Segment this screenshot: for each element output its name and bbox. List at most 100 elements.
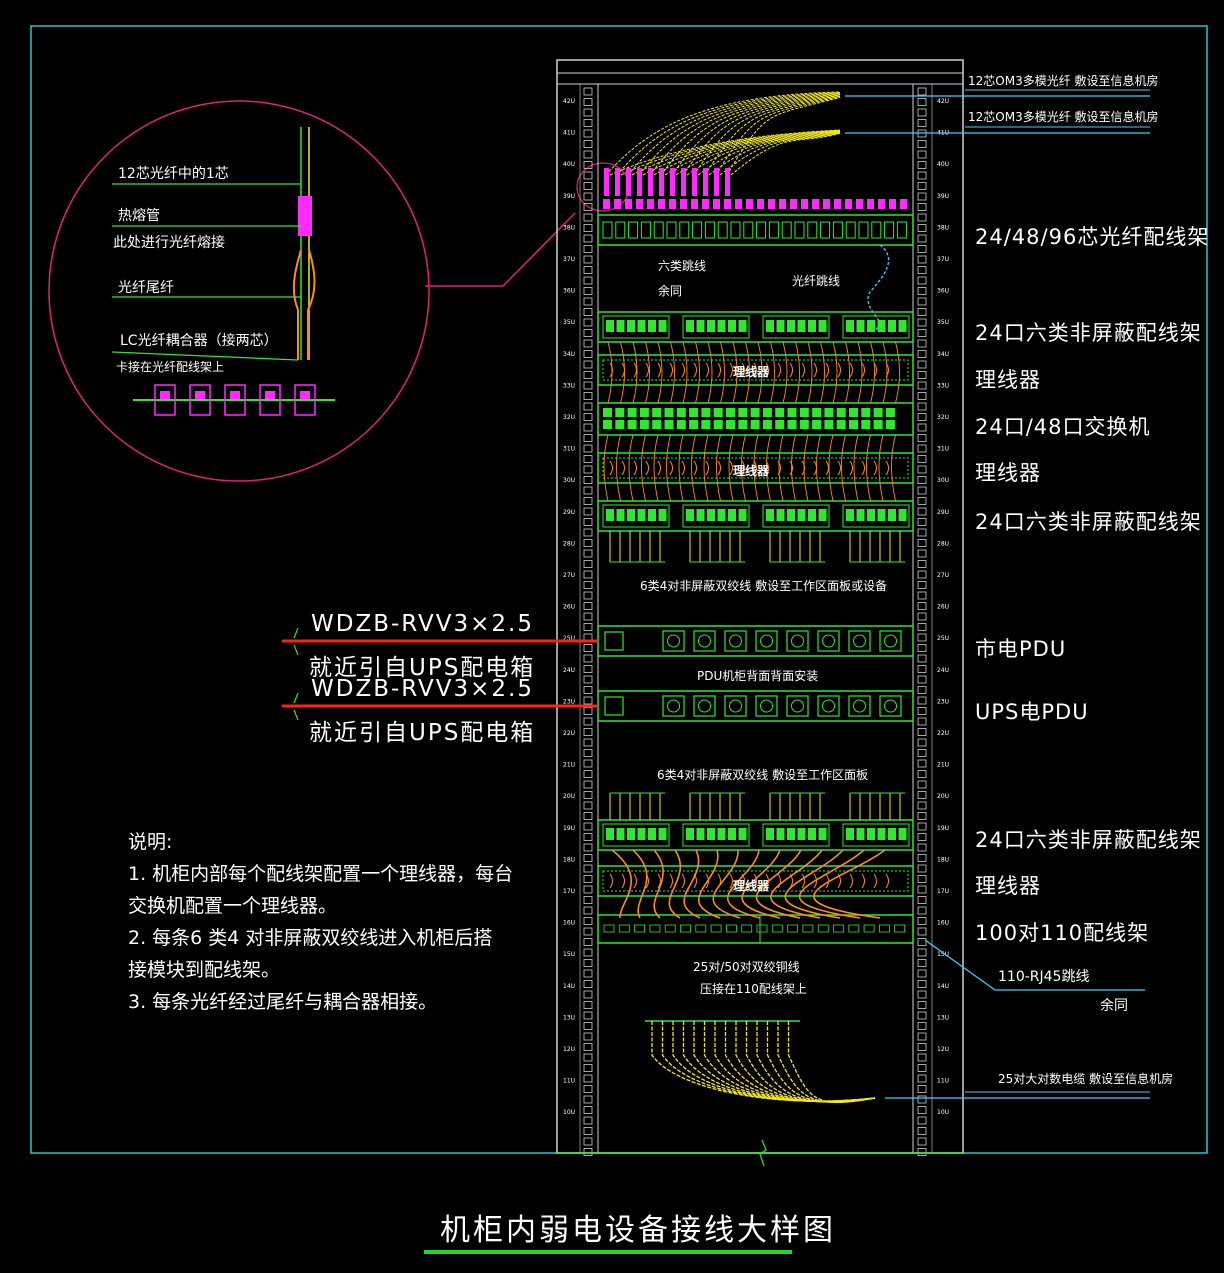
switch-port (787, 408, 797, 417)
pigtail-connector (647, 199, 654, 209)
pdu-socket (817, 630, 840, 652)
rail-hole (583, 476, 593, 484)
pigtail-connector (614, 199, 621, 209)
cat6-patch-cord (703, 434, 709, 502)
manager-cable (813, 873, 817, 889)
rail-hole (917, 423, 927, 432)
rail-hole (583, 329, 593, 337)
cat6-patch-cord (757, 341, 763, 404)
rail-hole (583, 917, 593, 925)
rail-hole (583, 518, 593, 526)
manager-cable (633, 460, 637, 476)
manager-cable (681, 873, 685, 889)
cat6-patch-cord (878, 434, 884, 502)
pdu-socket (662, 630, 685, 652)
manager-cable (813, 362, 817, 378)
port-group (602, 504, 670, 528)
manager-cable (741, 362, 745, 378)
rail-hole (583, 896, 593, 904)
manager-cable (669, 873, 673, 889)
fiber-port (781, 221, 792, 239)
fiber-cable-label-1: 12芯OM3多模光纤 敷设至信息机房 (968, 74, 1159, 88)
rail-hole (917, 948, 927, 957)
rj45-port (717, 828, 726, 840)
fiber-port (832, 221, 843, 239)
rj45-port (707, 509, 715, 521)
manager-cable (609, 362, 613, 378)
fiber-strand (730, 132, 841, 176)
rack-unit-number-left: 40U (563, 161, 575, 168)
rail-hole (583, 549, 593, 558)
patch-panel-3 (597, 819, 914, 851)
rail-hole (583, 612, 593, 621)
pigtail-connector (845, 199, 852, 209)
switch-port (689, 408, 699, 417)
fiber-strand (649, 93, 841, 176)
rj45-port (707, 320, 715, 332)
lc-coupler (294, 384, 316, 416)
rack-unit-number-left: 12U (563, 1046, 575, 1053)
rail-hole (917, 696, 927, 705)
110-terminal (680, 924, 691, 933)
110-rj45-jumper (668, 849, 682, 919)
rj45-port (797, 828, 806, 840)
switch-port (799, 420, 809, 429)
rail-hole (583, 108, 593, 117)
port-group (762, 315, 830, 339)
rail-hole (583, 381, 593, 390)
power-cable-source-1: 就近引自UPS配电箱 (309, 655, 536, 681)
rj45-port (696, 828, 705, 840)
rail-hole (583, 339, 593, 348)
pdu-socket (755, 695, 778, 717)
rail-hole (917, 108, 927, 117)
pigtail-connector (658, 199, 665, 209)
rail-hole (583, 1127, 593, 1135)
switch-port (849, 420, 858, 429)
rail-hole (917, 528, 927, 537)
rj45-port (808, 509, 816, 521)
manager-cable (873, 460, 877, 476)
rail-hole (917, 1032, 927, 1041)
rj45-port (717, 509, 726, 521)
switch-port (849, 408, 858, 417)
rail-hole (583, 308, 593, 316)
fiber-port (858, 221, 869, 239)
pdu-socket-face (791, 634, 804, 648)
notes-block: 说明: 1. 机柜内部每个配线架配置一个理线器，每台 交换机配置一个理线器。 2… (128, 826, 513, 1018)
manager-cable (729, 460, 733, 476)
copper-cable-label-1: 25对/50对双绞铜线 (693, 960, 800, 974)
rack-unit-number-right: 35U (937, 319, 949, 326)
switch-port (627, 420, 637, 429)
pdu-socket-face (729, 634, 742, 648)
cat6-patch-cord (641, 434, 646, 502)
rack-unit-number-right: 30U (937, 477, 949, 484)
110-terminal (833, 924, 844, 933)
switch-port (603, 408, 612, 417)
right-label-110-block: 100对110配线架 (975, 921, 1150, 945)
manager-cable (753, 873, 757, 889)
rail-hole (583, 497, 593, 505)
rack-unit-number-right: 40U (937, 161, 949, 168)
rack-unit-number-right: 26U (937, 604, 949, 611)
110-terminal (756, 924, 768, 933)
rail-hole (917, 1116, 927, 1125)
pigtail-connector (790, 199, 797, 209)
rail-hole (917, 150, 927, 159)
110-rj45-jumper (632, 849, 648, 919)
manager-cable (633, 873, 637, 889)
110-rj45-jumper (726, 849, 761, 919)
lc-coupler (224, 384, 246, 416)
110-rj45-jumper (697, 849, 721, 919)
rail-hole (917, 927, 927, 936)
port-group (762, 823, 830, 847)
rail-hole (583, 129, 593, 138)
rail-hole (583, 1095, 593, 1104)
cat6-patch-cord (845, 341, 850, 404)
rack-unit-number-left: 19U (563, 825, 575, 832)
rail-hole (917, 1085, 927, 1093)
trunk-cable-fan (645, 1020, 876, 1104)
rail-hole (583, 1001, 593, 1009)
cat6-patch-cord (766, 434, 771, 502)
rail-hole (917, 1064, 927, 1072)
